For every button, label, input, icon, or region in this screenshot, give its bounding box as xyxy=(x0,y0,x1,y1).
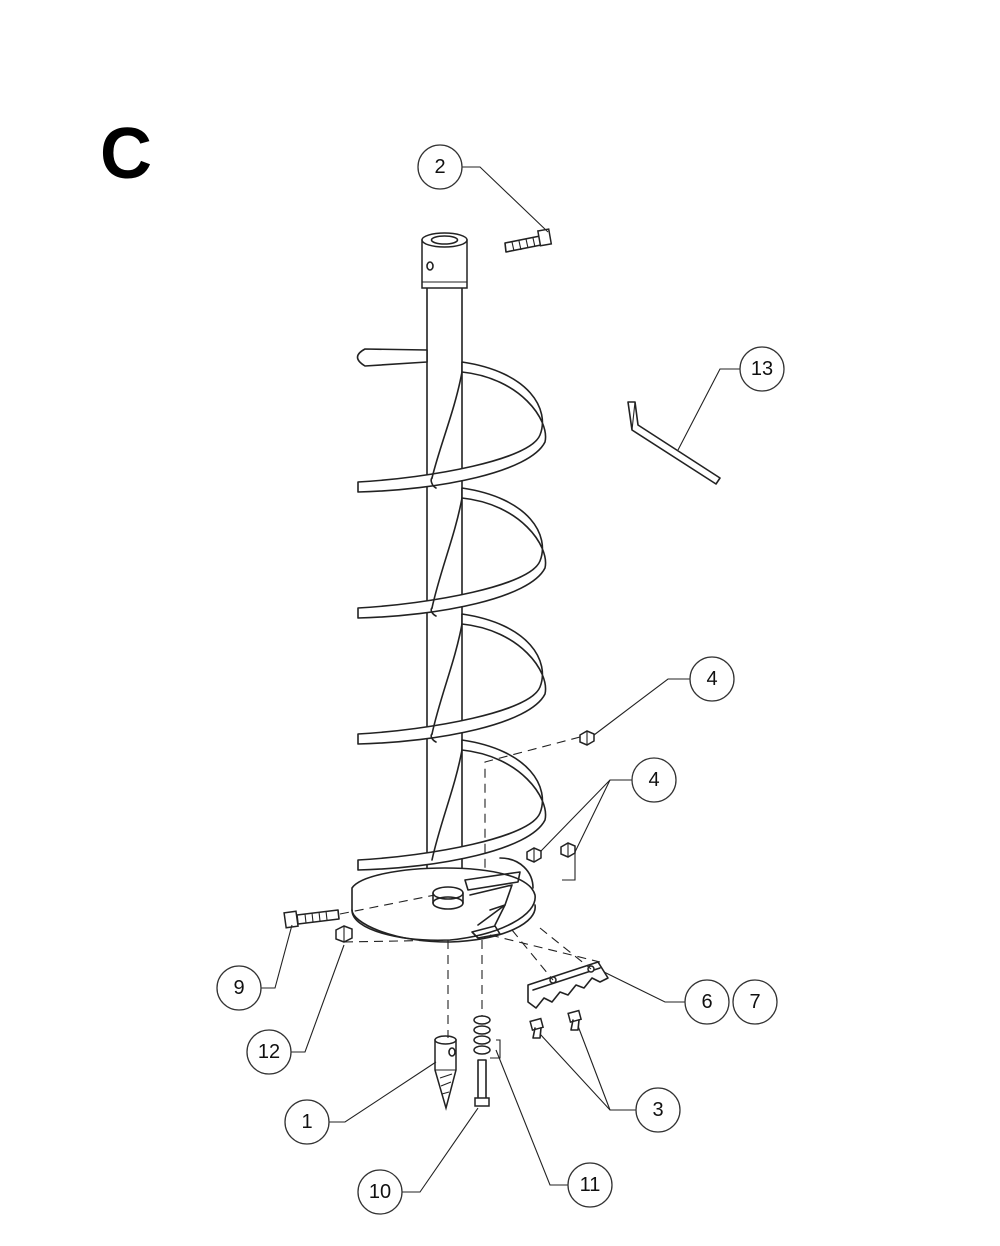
allen-key-part-13 xyxy=(627,401,721,485)
nut-part-4-top xyxy=(579,730,595,746)
callout-4-top: 4 xyxy=(689,656,735,702)
svg-text:10: 10 xyxy=(369,1181,391,1203)
svg-text:11: 11 xyxy=(580,1174,601,1196)
section-letter: C xyxy=(100,114,152,194)
callout-9: 9 xyxy=(216,965,262,1011)
svg-text:6: 6 xyxy=(701,991,712,1013)
svg-text:3: 3 xyxy=(652,1099,663,1121)
bolt-part-2 xyxy=(504,228,553,253)
callout-11: 11 xyxy=(567,1162,613,1208)
auger-flights xyxy=(357,361,547,871)
callout-4-middle: 4 xyxy=(631,757,677,803)
callout-1: 1 xyxy=(284,1099,330,1145)
svg-text:1: 1 xyxy=(301,1111,312,1133)
callout-12: 12 xyxy=(246,1029,292,1075)
callout-13: 13 xyxy=(739,346,785,392)
svg-text:7: 7 xyxy=(749,991,760,1013)
bolt-part-3-left xyxy=(529,1017,545,1039)
bolt-part-9 xyxy=(283,909,340,929)
nut-part-4-left xyxy=(526,847,542,863)
callout-6: 6 xyxy=(684,979,730,1025)
svg-text:13: 13 xyxy=(751,358,773,380)
svg-text:12: 12 xyxy=(258,1041,280,1063)
shaft-coupling xyxy=(421,232,468,289)
pilot-point-part-1 xyxy=(434,1035,457,1111)
nut-part-4-right xyxy=(560,842,576,858)
callout-3: 3 xyxy=(635,1087,681,1133)
spring-washers-part-11 xyxy=(473,1015,491,1055)
svg-text:9: 9 xyxy=(233,977,244,999)
assembly-dashed-lines xyxy=(339,736,601,1038)
callout-leader-lines xyxy=(261,166,740,1193)
svg-text:4: 4 xyxy=(706,668,717,690)
callout-2: 2 xyxy=(417,144,463,190)
bolt-part-10 xyxy=(474,1059,490,1107)
svg-text:4: 4 xyxy=(648,769,659,791)
cutter-head-disc xyxy=(351,857,536,943)
cutter-blade-part-6-7 xyxy=(527,961,609,1009)
bolt-part-3-right xyxy=(567,1009,583,1031)
nut-part-12 xyxy=(335,925,353,943)
callout-10: 10 xyxy=(357,1169,403,1215)
flight-top-tab xyxy=(356,348,428,367)
svg-text:2: 2 xyxy=(434,156,445,178)
callout-7: 7 xyxy=(732,979,778,1025)
auger-shaft xyxy=(426,284,463,869)
